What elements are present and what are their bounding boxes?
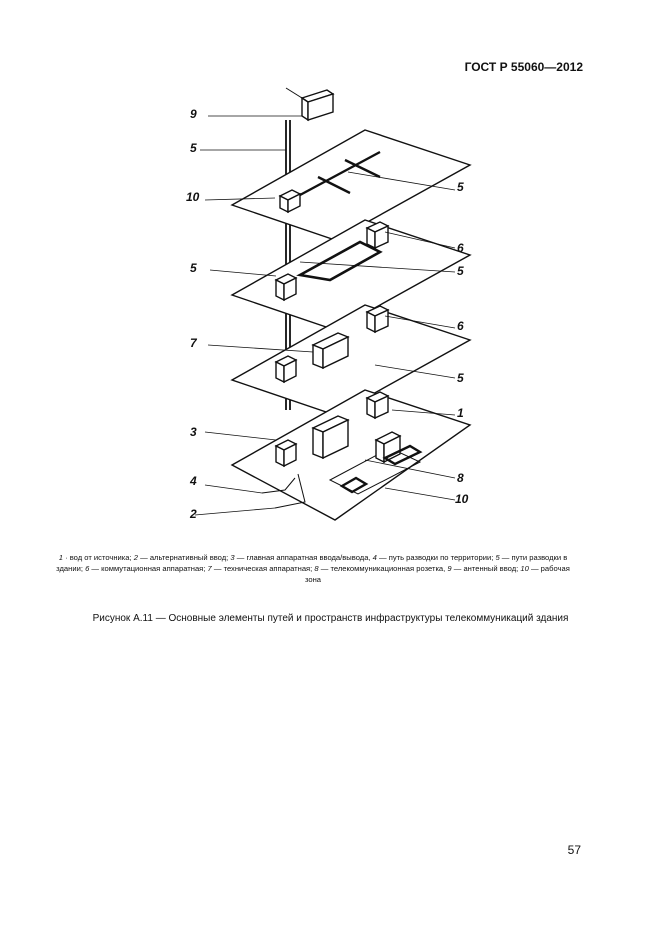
document-standard-number: ГОСТ Р 55060—2012 bbox=[464, 60, 583, 74]
label-4: 4 bbox=[189, 474, 197, 488]
ground-box-right bbox=[365, 391, 390, 420]
label-6-top: 6 bbox=[457, 241, 464, 255]
label-1: 1 bbox=[457, 406, 464, 420]
floor2-box-left bbox=[274, 273, 298, 302]
antenna-equipment-box bbox=[278, 189, 302, 214]
label-3: 3 bbox=[190, 425, 197, 439]
antenna-box bbox=[300, 89, 335, 122]
floor-slab-ground bbox=[230, 389, 472, 521]
ground-box-left bbox=[274, 439, 298, 468]
figure-legend: 1 · вод от источника; 2 — альтернативный… bbox=[56, 553, 570, 584]
label-9: 9 bbox=[190, 107, 197, 121]
label-10-bottom: 10 bbox=[455, 492, 469, 506]
floor3-box-right bbox=[365, 305, 390, 334]
label-7: 7 bbox=[190, 336, 198, 350]
label-6-mid: 6 bbox=[457, 319, 464, 333]
floor3-box-left bbox=[274, 355, 298, 384]
label-8: 8 bbox=[457, 471, 464, 485]
main-equipment-room-box bbox=[311, 415, 350, 460]
label-10-top: 10 bbox=[186, 190, 200, 204]
figure-caption: Рисунок А.11 — Основные элементы путей и… bbox=[92, 613, 569, 624]
label-2: 2 bbox=[189, 507, 197, 521]
label-5-floor2-right: 5 bbox=[457, 264, 464, 278]
floor2-box-right bbox=[365, 221, 390, 250]
building-infrastructure-diagram: 9 5 10 5 6 5 5 6 7 5 1 3 8 4 10 2 bbox=[186, 87, 472, 521]
floor-slab-3 bbox=[230, 304, 472, 416]
label-5-roof: 5 bbox=[457, 180, 464, 194]
floor-slab-roof bbox=[230, 129, 472, 241]
floor-slab-2 bbox=[230, 219, 472, 331]
label-5-floor2-left: 5 bbox=[190, 261, 197, 275]
page-number: 57 bbox=[567, 843, 581, 857]
label-5-floor3: 5 bbox=[457, 371, 464, 385]
label-5-riser: 5 bbox=[190, 141, 197, 155]
technical-room-box bbox=[311, 332, 350, 370]
